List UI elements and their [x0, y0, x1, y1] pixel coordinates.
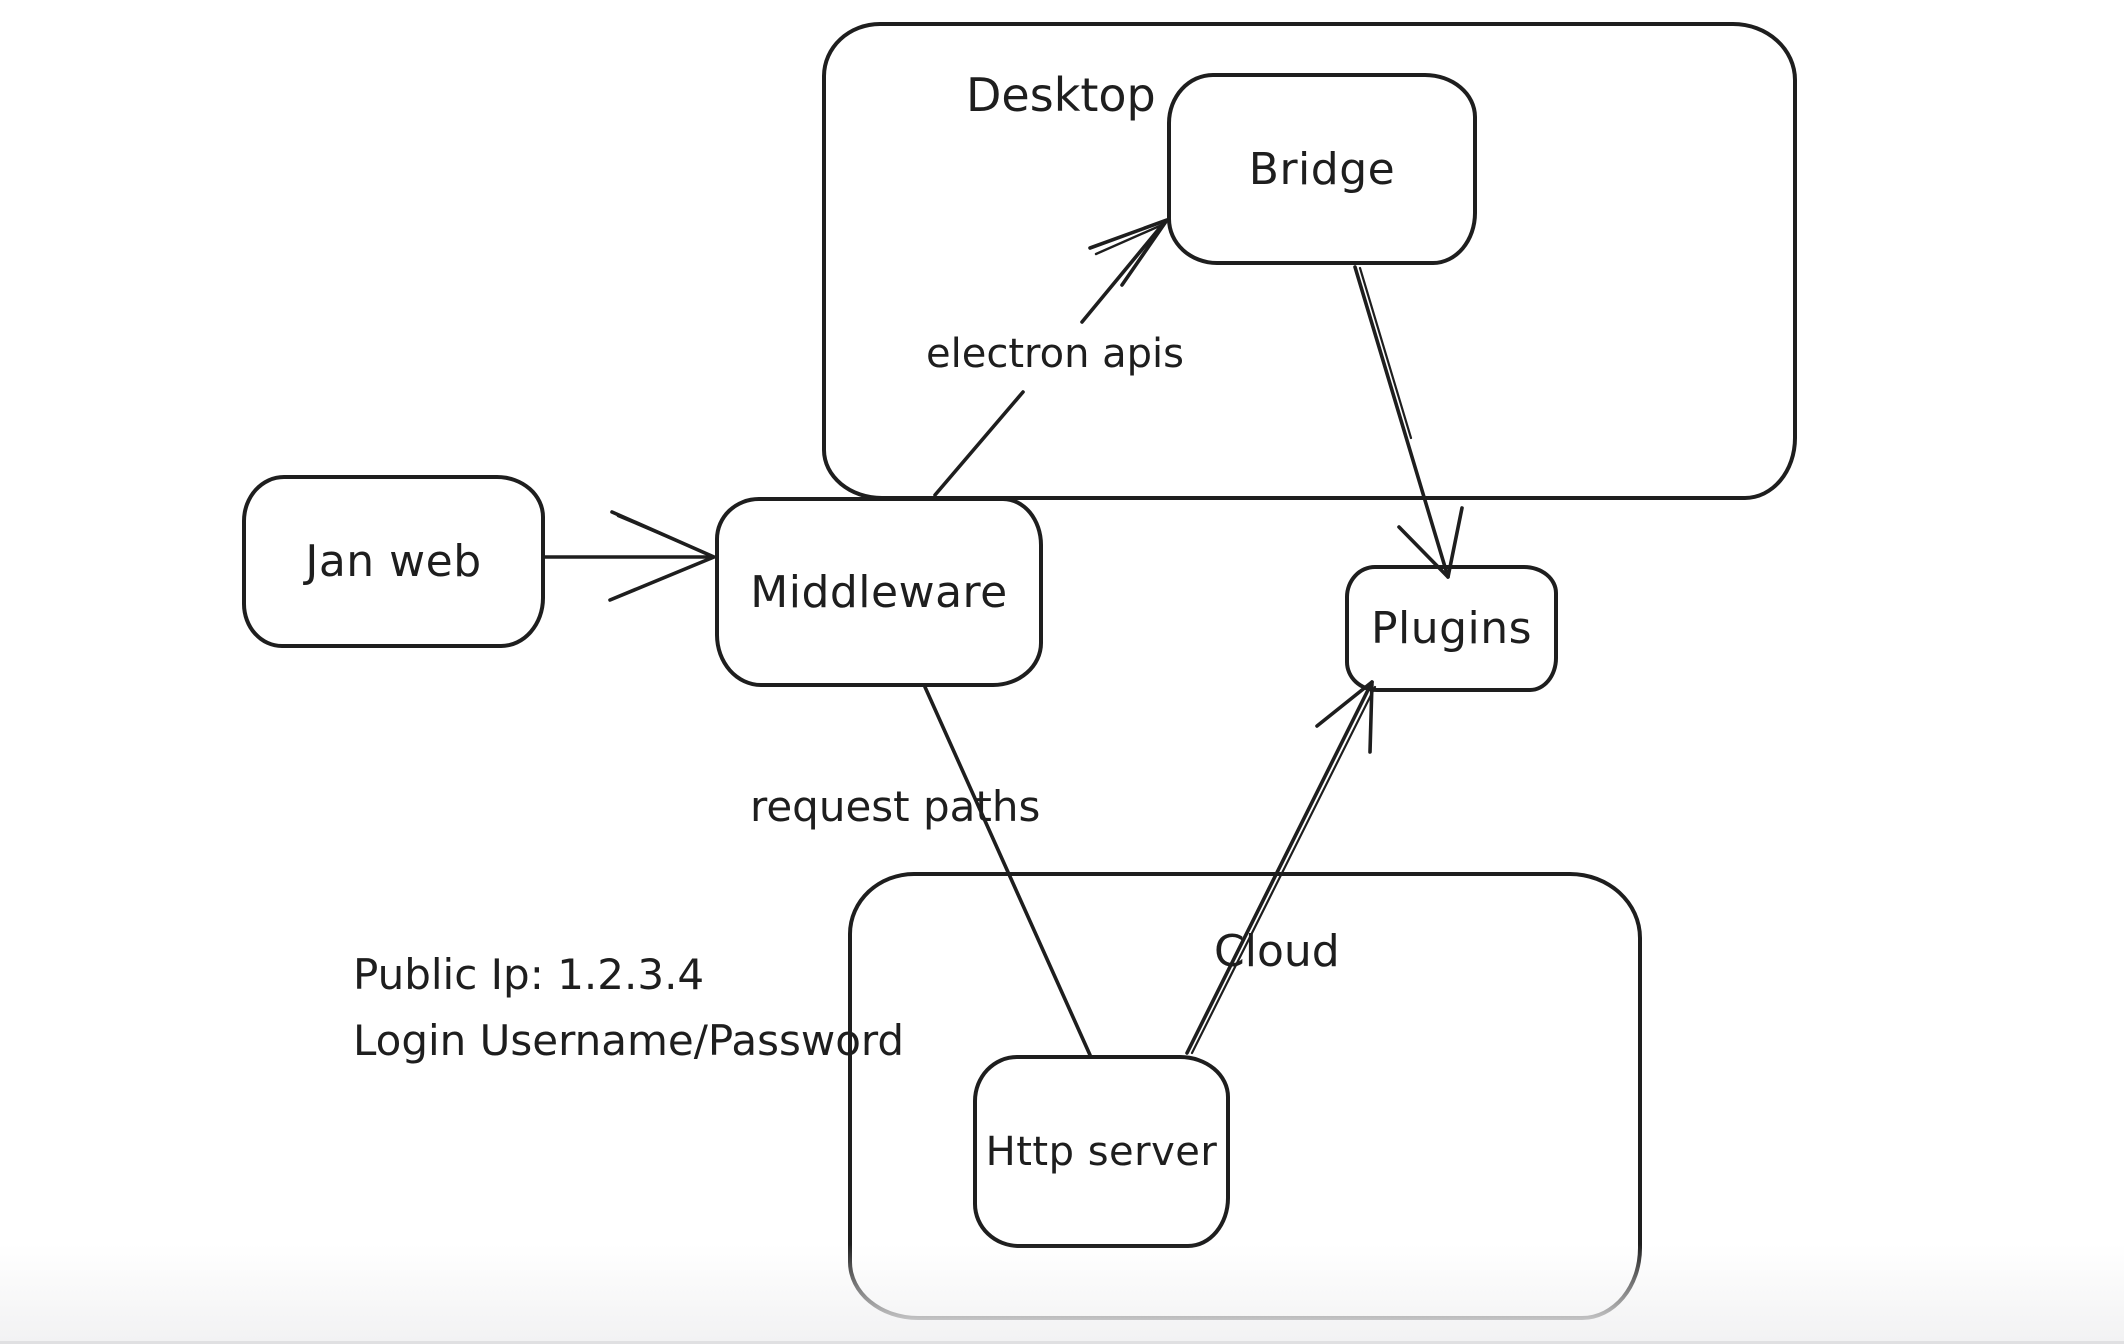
- http-server-node-label: Http server: [985, 1128, 1218, 1175]
- bridge-node[interactable]: Bridge: [1167, 73, 1477, 265]
- plugins-node[interactable]: Plugins: [1345, 565, 1558, 692]
- plugins-node-label: Plugins: [1370, 603, 1533, 654]
- connector-group: [543, 218, 1464, 1057]
- jan-web-node[interactable]: Jan web: [242, 475, 545, 648]
- desktop-container-box[interactable]: [822, 22, 1797, 500]
- arrow-janweb-to-middleware[interactable]: [543, 510, 716, 602]
- http-server-node[interactable]: Http server: [973, 1055, 1230, 1248]
- electron-apis-edge-label[interactable]: electron apis: [915, 326, 1195, 382]
- bridge-node-label: Bridge: [1248, 143, 1396, 195]
- login-note[interactable]: Login Username/Password: [353, 1016, 905, 1065]
- jan-web-node-label: Jan web: [305, 536, 482, 587]
- request-paths-edge-label[interactable]: request paths: [750, 782, 1041, 831]
- desktop-container-label: Desktop: [966, 68, 1156, 122]
- arrow-bridge-to-plugins[interactable]: [1353, 265, 1464, 579]
- public-ip-note[interactable]: Public Ip: 1.2.3.4: [353, 950, 705, 999]
- arrow-httpserver-to-plugins[interactable]: [1185, 680, 1377, 1055]
- arrow-middleware-to-bridge[interactable]: [933, 218, 1169, 497]
- line-middleware-to-httpserver[interactable]: [923, 685, 1092, 1057]
- middleware-node[interactable]: Middleware: [715, 497, 1043, 687]
- middleware-node-label: Middleware: [750, 566, 1008, 618]
